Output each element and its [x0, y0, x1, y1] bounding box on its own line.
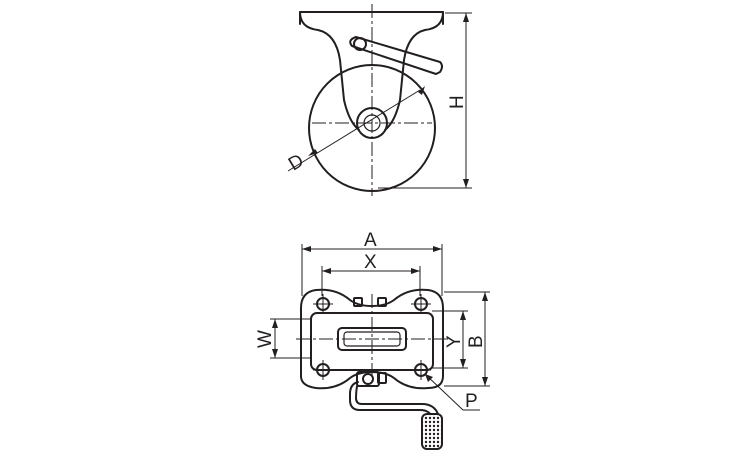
bolt-hole [411, 360, 431, 380]
x-arrow-left [322, 268, 331, 274]
y-arrow-top [460, 311, 466, 320]
diameter-arrow [308, 149, 318, 156]
brake-pivot [353, 37, 367, 51]
dimension-label-x: X [364, 252, 377, 273]
height-arrow-bottom [463, 179, 469, 188]
bolt-hole [313, 294, 333, 314]
diameter-dimension-line [287, 89, 421, 172]
dimension-label-b: B [466, 335, 487, 348]
brake-lever-arm [349, 381, 433, 419]
p-leader-arrow [425, 374, 433, 382]
dimension-label-w: W [255, 330, 276, 348]
bolt-head [377, 297, 387, 307]
dimension-label-d: D [285, 150, 308, 175]
plan-view: A X W Y B P [255, 230, 490, 450]
side-view: D H [285, 4, 472, 196]
y-arrow-bottom [460, 359, 466, 368]
x-arrow-right [411, 268, 420, 274]
p-leader-line [424, 373, 464, 411]
b-arrow-bottom [482, 377, 488, 386]
brake-lever [349, 36, 443, 75]
dimension-label-a: A [364, 230, 377, 251]
bolt-hole [313, 360, 333, 380]
fork-bracket [299, 11, 444, 131]
dimension-label-y: Y [444, 335, 465, 348]
w-arrow-bottom [272, 349, 278, 358]
brake-pivot-bolt [362, 373, 374, 385]
brake-nut [377, 372, 387, 384]
diameter-arrow-end [418, 86, 425, 95]
brake-lever-arm-inner [355, 385, 439, 415]
height-arrow-top [463, 13, 469, 22]
w-arrow-top [272, 319, 278, 328]
a-arrow-right [433, 246, 442, 252]
a-arrow-left [302, 246, 311, 252]
b-arrow-top [482, 292, 488, 301]
brake-pedal [421, 413, 443, 450]
bolt-head [353, 297, 363, 307]
dimension-label-p: P [465, 391, 478, 412]
bolt-hole [411, 294, 431, 314]
dimension-label-h: H [447, 95, 468, 109]
